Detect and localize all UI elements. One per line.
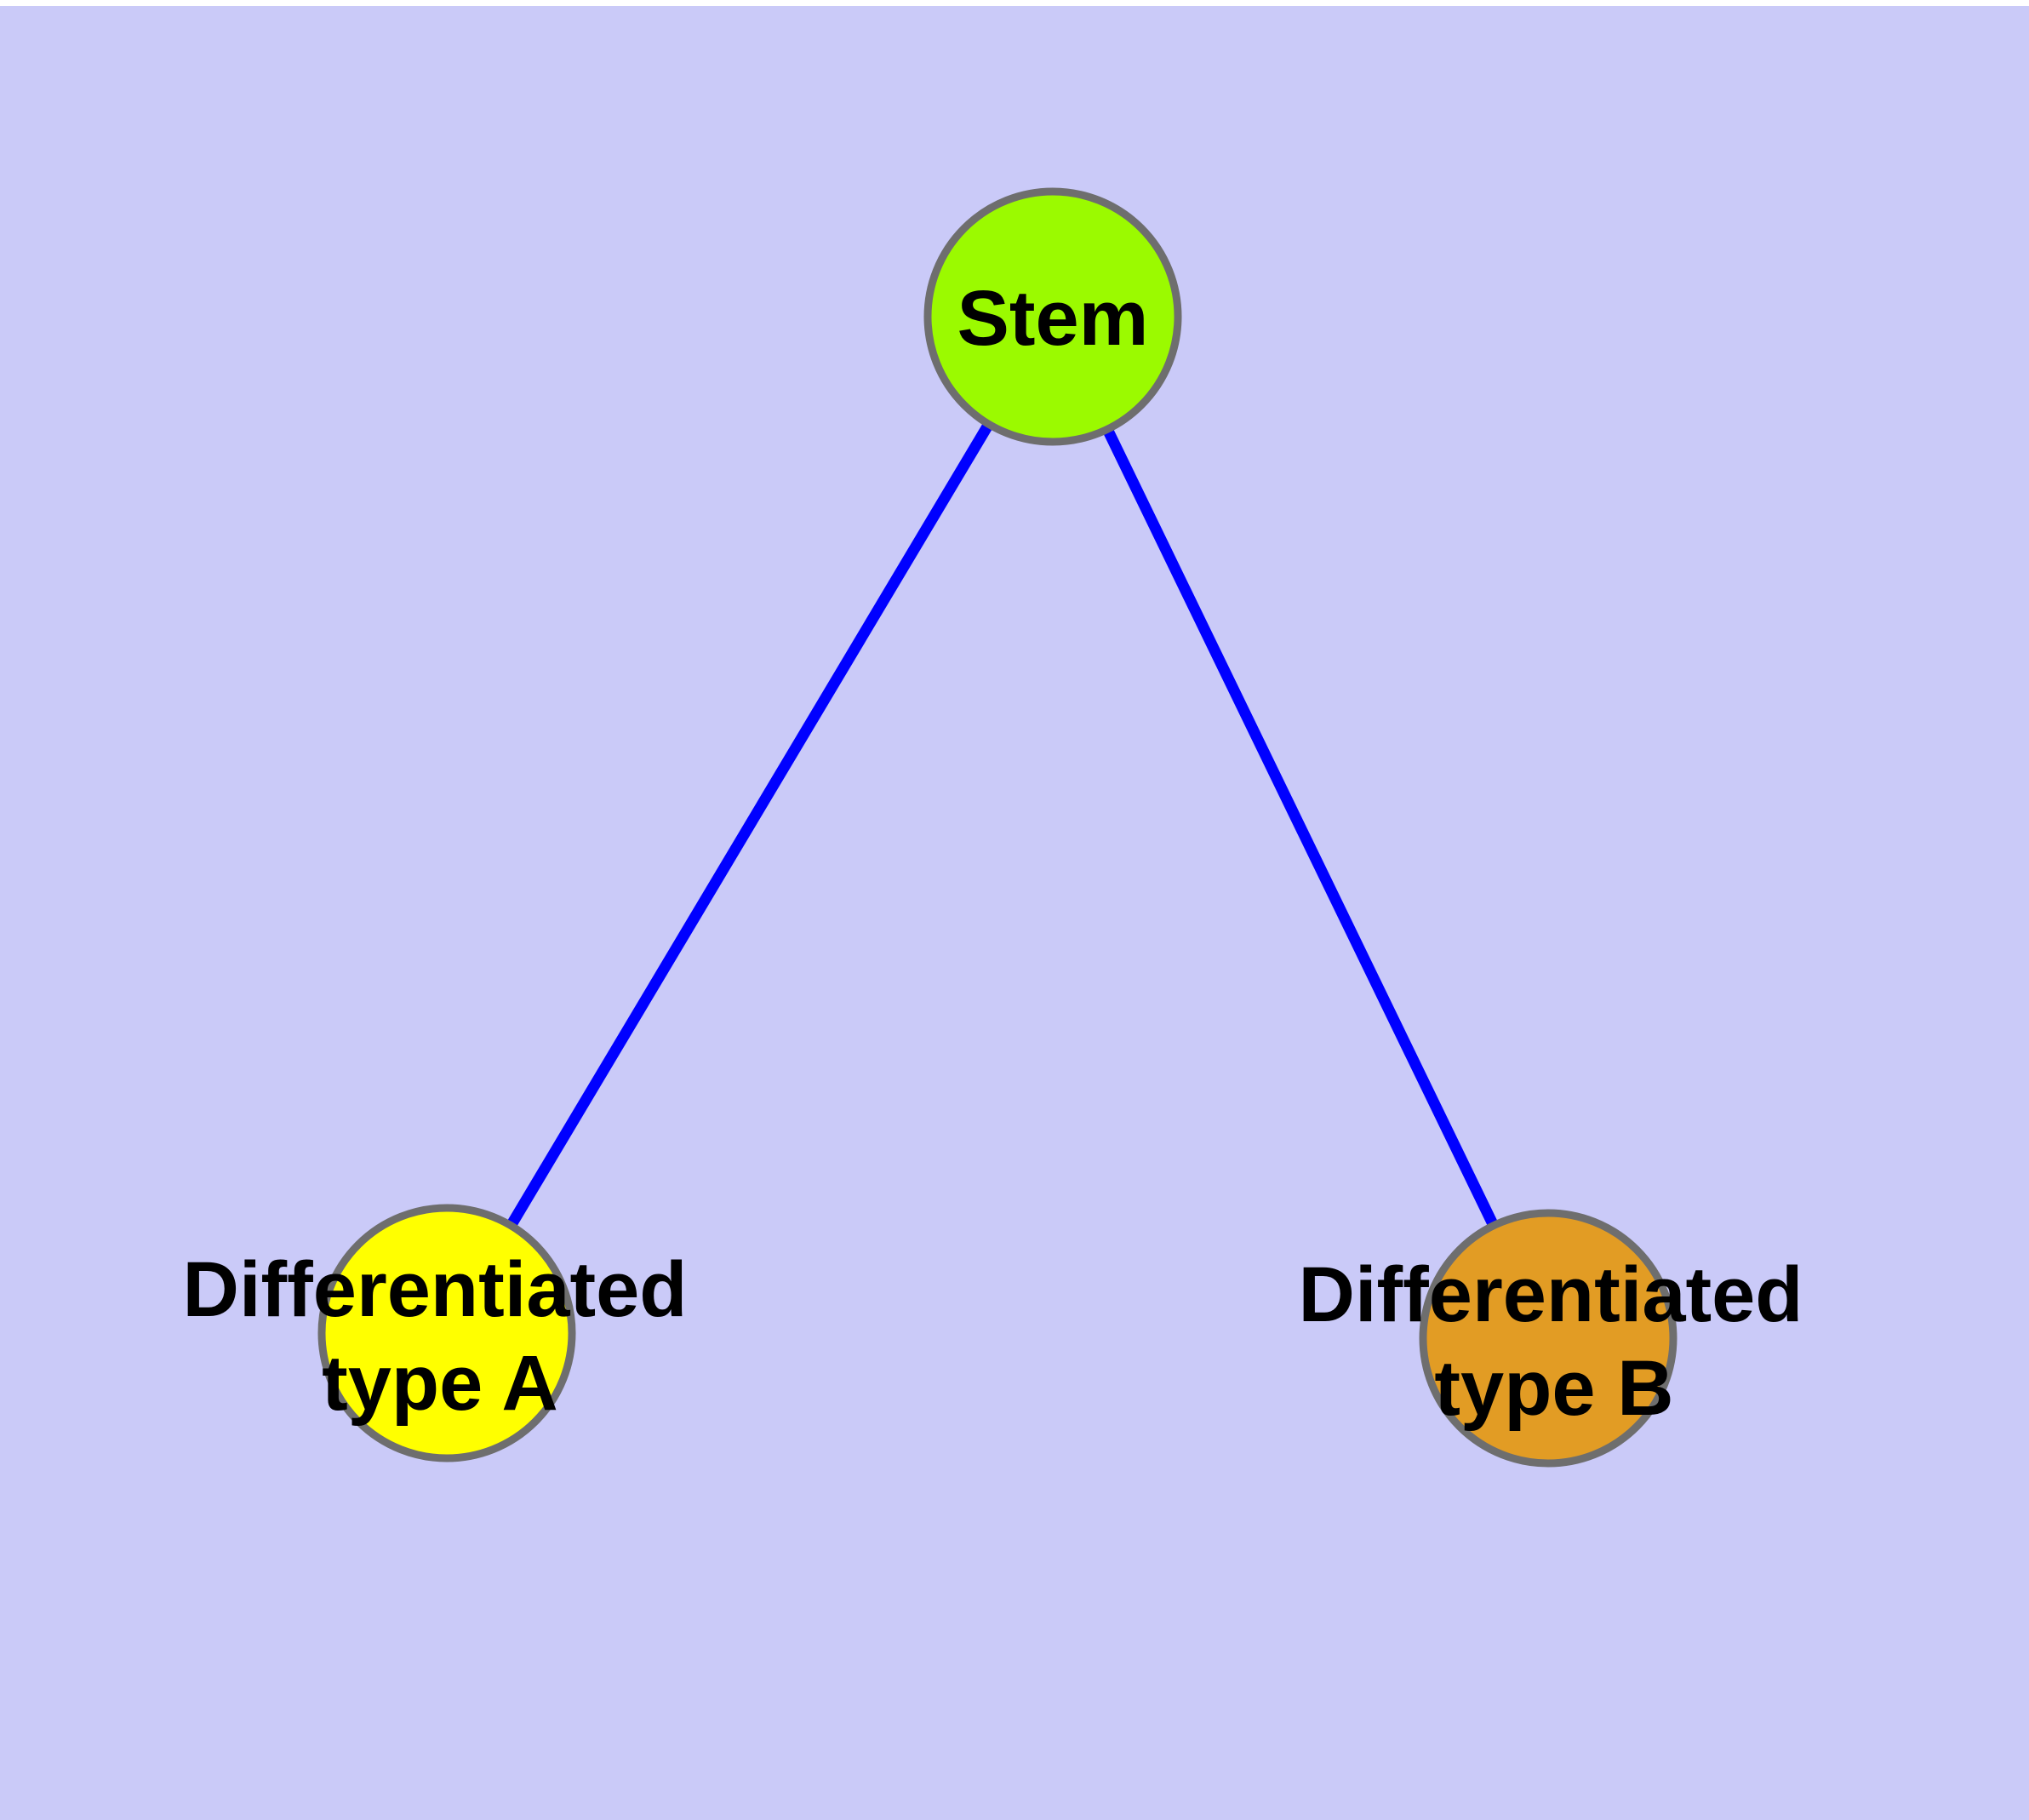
top-window-strip: [0, 0, 2029, 6]
edge-stem-to-type-a: [442, 313, 1058, 1336]
node-differentiated-type-a: [317, 1204, 576, 1462]
node-type-b-label-line2: type B: [1434, 1345, 1673, 1432]
node-stem: [923, 187, 1182, 446]
node-stem-label: Stem: [957, 275, 1149, 362]
node-type-a-label-line1: Differentiated: [183, 1246, 688, 1333]
edge-stem-to-type-b: [1048, 314, 1553, 1341]
node-type-b-label-line1: Differentiated: [1299, 1251, 1803, 1338]
node-differentiated-type-b: [1419, 1209, 1677, 1468]
node-type-a-label-line2: type A: [322, 1340, 558, 1427]
